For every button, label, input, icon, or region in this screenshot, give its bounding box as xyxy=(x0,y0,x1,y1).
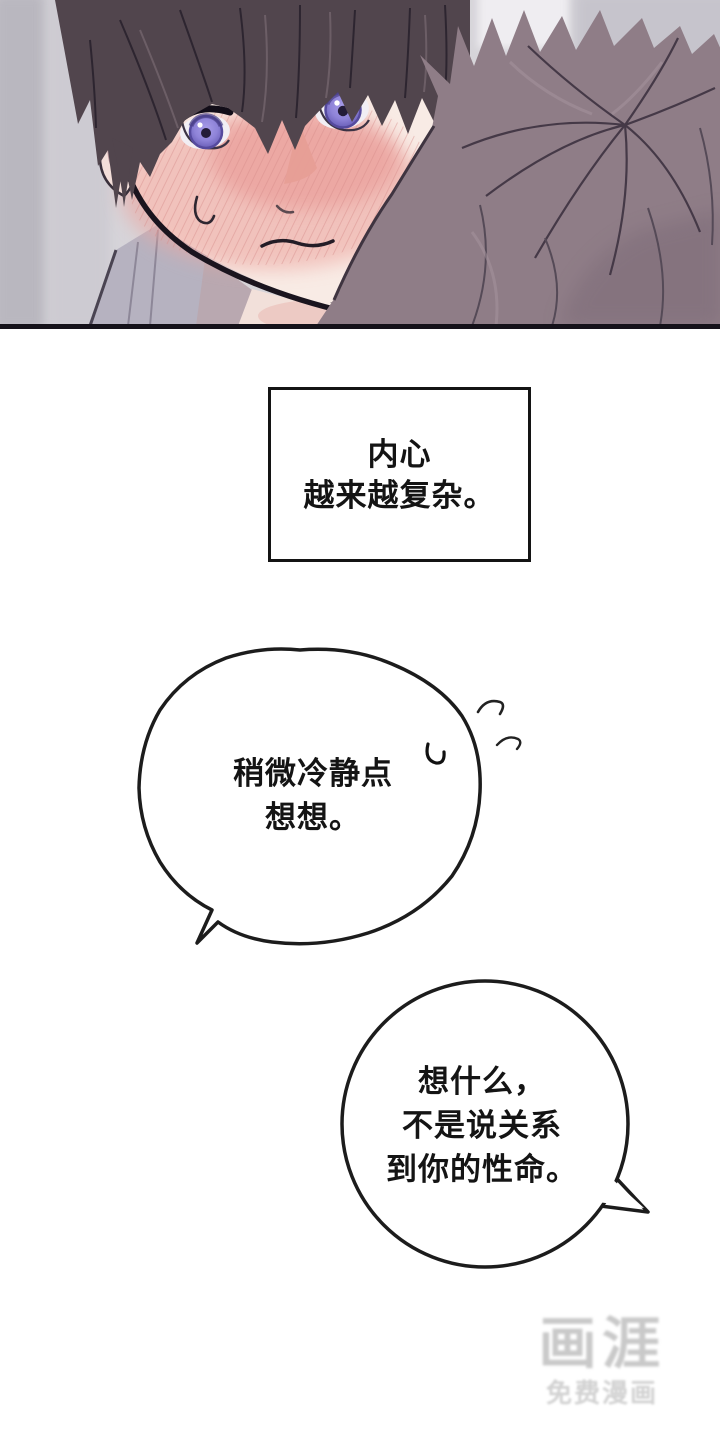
neck xyxy=(160,222,252,324)
watermark-tagline: 免费漫画 xyxy=(545,1378,658,1408)
bubble-outline xyxy=(137,647,482,946)
bubble-line: 不是说关系 xyxy=(402,1108,562,1143)
speech-bubble-cloud: 稍微冷静点 想想。 xyxy=(128,640,528,960)
speech-bubble-text: 稍微冷静点 想想。 xyxy=(168,752,458,840)
watermark: 画涯 免费漫画 xyxy=(512,1312,692,1408)
narration-box: 内心 越来越复杂。 xyxy=(268,387,531,562)
hair-whorl xyxy=(461,37,716,276)
main-character-hair xyxy=(55,0,470,208)
foreground-hair-edge xyxy=(332,125,436,301)
bubble-line: 到你的性命。 xyxy=(386,1152,578,1187)
jaw-line xyxy=(120,155,353,316)
bubble-line: 想想。 xyxy=(265,800,361,835)
watermark-logo: 画涯 xyxy=(538,1312,666,1375)
narration-line: 内心 xyxy=(367,436,432,472)
fluster-marks-icon xyxy=(476,699,522,751)
narration-line: 越来越复杂。 xyxy=(303,477,496,513)
nose-tip xyxy=(275,204,295,214)
speech-bubble-round: 想什么， 不是说关系 到你的性命。 xyxy=(338,976,668,1276)
artwork-panel xyxy=(0,0,720,329)
round-bubble-shape xyxy=(340,979,650,1269)
cloud-bubble-shape xyxy=(137,647,522,946)
mouth xyxy=(260,238,335,248)
breath-mark-icon xyxy=(425,742,446,765)
bubble-line: 想什么， xyxy=(418,1064,546,1099)
bubble-line: 稍微冷静点 xyxy=(233,756,393,791)
foreground-character xyxy=(317,10,720,324)
panel-illustration xyxy=(0,0,720,324)
sweat-drop-icon xyxy=(193,195,216,225)
nose-shadow xyxy=(284,122,317,184)
speech-bubble-text: 想什么， 不是说关系 到你的性命。 xyxy=(342,1060,622,1192)
bubble-outline xyxy=(340,979,630,1269)
